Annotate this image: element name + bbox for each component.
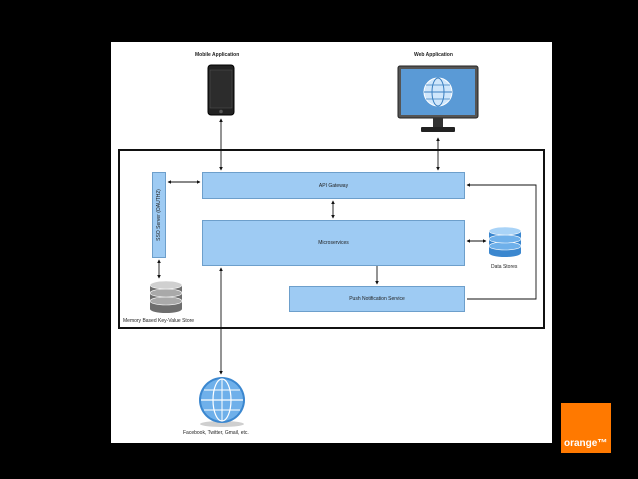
data-stores-label: Data Stores bbox=[491, 264, 518, 270]
push-notification-box: Push Notification Service bbox=[289, 286, 465, 312]
microservices-label: Microservices bbox=[318, 240, 349, 246]
microservices-box: Microservices bbox=[202, 220, 465, 266]
push-notification-label: Push Notification Service bbox=[349, 296, 405, 302]
monitor-icon bbox=[397, 65, 479, 132]
social-label: Facebook, Twitter, Gmail, etc. bbox=[183, 430, 249, 436]
kv-store-label: Memory Based Key-Value Store bbox=[123, 318, 195, 324]
sso-server-label: SSO Server (OAUTH2) bbox=[156, 189, 162, 241]
orange-logo: orange™ bbox=[561, 403, 611, 453]
sso-server-box: SSO Server (OAUTH2) bbox=[152, 172, 166, 258]
diagram-slide: Mobile Application Web Application SSO S… bbox=[111, 42, 552, 443]
smartphone-icon bbox=[207, 64, 235, 116]
orange-logo-text: orange™ bbox=[564, 438, 608, 449]
system-boundary bbox=[118, 149, 545, 329]
web-app-label: Web Application bbox=[414, 52, 453, 58]
database-icon bbox=[488, 226, 522, 257]
api-gateway-label: API Gateway bbox=[318, 182, 349, 189]
globe-icon bbox=[199, 377, 245, 427]
api-gateway-box: API Gateway bbox=[202, 172, 465, 199]
kv-store-database-icon bbox=[149, 280, 183, 313]
mobile-app-label: Mobile Application bbox=[195, 52, 240, 58]
